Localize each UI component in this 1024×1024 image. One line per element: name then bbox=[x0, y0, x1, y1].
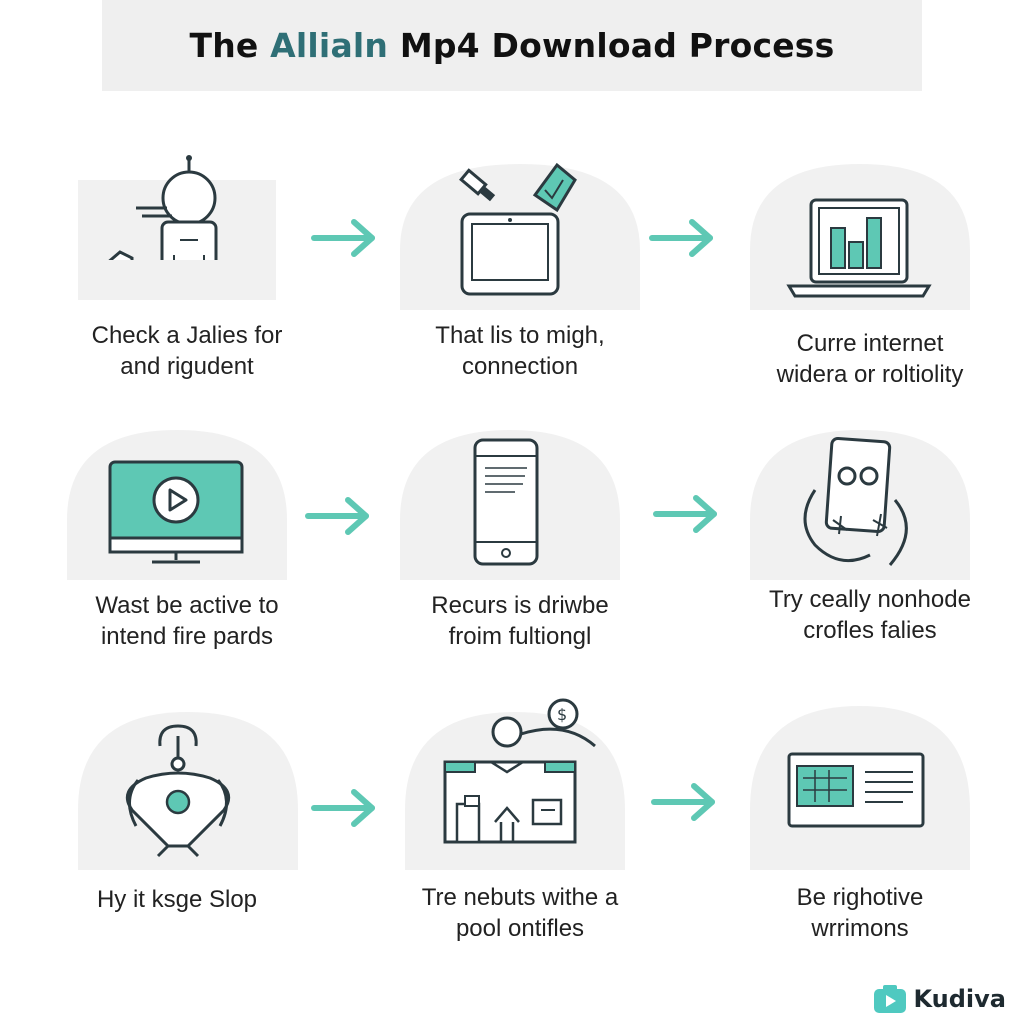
step-label-line: Hy it ksge Slop bbox=[96, 886, 258, 913]
step-label: Be righotive wrrimons bbox=[735, 882, 985, 944]
step-label: Hy it ksge Slop bbox=[42, 884, 312, 915]
step-label: Check a Jalies for and rigudent bbox=[62, 320, 312, 382]
step-label-line: pool ontifles bbox=[455, 915, 585, 942]
step-5: Recurs is driwbe froim fultiongl bbox=[395, 370, 645, 670]
brand-logo: Kudiva bbox=[873, 984, 1006, 1014]
step-4: Wast be active to intend fire pards bbox=[62, 370, 312, 670]
video-play-icon bbox=[874, 985, 907, 1013]
storefront-payment-icon: $ bbox=[405, 698, 625, 870]
user-figure-icon bbox=[78, 712, 298, 870]
step-label-line: crofles falies bbox=[803, 617, 937, 644]
step-label-line: connection bbox=[461, 353, 579, 380]
svg-text:$: $ bbox=[557, 705, 567, 724]
step-label: Curre internet widera or roltiolity bbox=[745, 328, 995, 390]
step-label: Tre nebuts withe a pool ontifles bbox=[395, 882, 645, 944]
step-label-line: Wast be active to bbox=[95, 592, 279, 619]
arrow-right-icon bbox=[649, 219, 713, 257]
step-label-line: intend fire pards bbox=[100, 623, 274, 650]
monitor-play-icon bbox=[67, 430, 287, 580]
step-label-line: widera or roltiolity bbox=[776, 361, 964, 388]
step-label-line: Check a Jalies for bbox=[91, 322, 283, 349]
title-accent-word: Allialn bbox=[270, 26, 389, 65]
step-label-line: That lis to migh, bbox=[435, 322, 605, 349]
step-label-line: and rigudent bbox=[120, 353, 254, 380]
step-8: $ Tre nebuts withe a pool ontifles bbox=[395, 650, 645, 950]
step-label-line: Curre internet bbox=[796, 330, 944, 357]
title-banner: The Allialn Mp4 Download Process bbox=[102, 0, 922, 91]
arrow-right-icon bbox=[311, 789, 375, 827]
title-suffix: Mp4 Download Process bbox=[388, 26, 835, 65]
arrow-right-icon bbox=[305, 497, 369, 535]
brand-name: Kudiva bbox=[913, 985, 1006, 1013]
step-label-line: wrrimons bbox=[811, 915, 909, 942]
robot-connector-icon bbox=[78, 155, 276, 260]
arrow-right-icon bbox=[311, 219, 375, 257]
smartphone-icon bbox=[400, 430, 620, 580]
step-label-line: Try ceally nonhode bbox=[769, 586, 971, 613]
step-label-line: Tre nebuts withe a bbox=[421, 884, 619, 911]
step-label: That lis to migh, connection bbox=[395, 320, 645, 382]
arrow-right-icon bbox=[651, 783, 715, 821]
step-label-line: froim fultiongl bbox=[448, 623, 592, 650]
broken-phone-icon bbox=[750, 430, 970, 580]
step-label: Recurs is driwbe froim fultiongl bbox=[395, 590, 645, 652]
arrow-right-icon bbox=[653, 495, 717, 533]
step-6: Try ceally nonhode crofles falies bbox=[745, 370, 995, 670]
tablet-tools-icon bbox=[400, 162, 640, 310]
step-label-line: Recurs is driwbe bbox=[431, 592, 609, 619]
step-label: Try ceally nonhode crofles falies bbox=[745, 584, 995, 646]
title-prefix: The bbox=[189, 26, 271, 65]
step-label-line: Be righotive bbox=[796, 884, 924, 911]
step-2: That lis to migh, connection bbox=[395, 100, 645, 400]
step-label: Wast be active to intend fire pards bbox=[62, 590, 312, 652]
page-title: The Allialn Mp4 Download Process bbox=[189, 26, 834, 65]
id-card-icon bbox=[750, 706, 970, 870]
step-1: Check a Jalies for and rigudent bbox=[62, 100, 312, 400]
step-3: Curre internet widera or roltiolity bbox=[745, 100, 995, 400]
step-7: Hy it ksge Slop bbox=[62, 650, 312, 950]
step-9: Be righotive wrrimons bbox=[745, 650, 995, 950]
laptop-chart-icon bbox=[750, 164, 970, 310]
